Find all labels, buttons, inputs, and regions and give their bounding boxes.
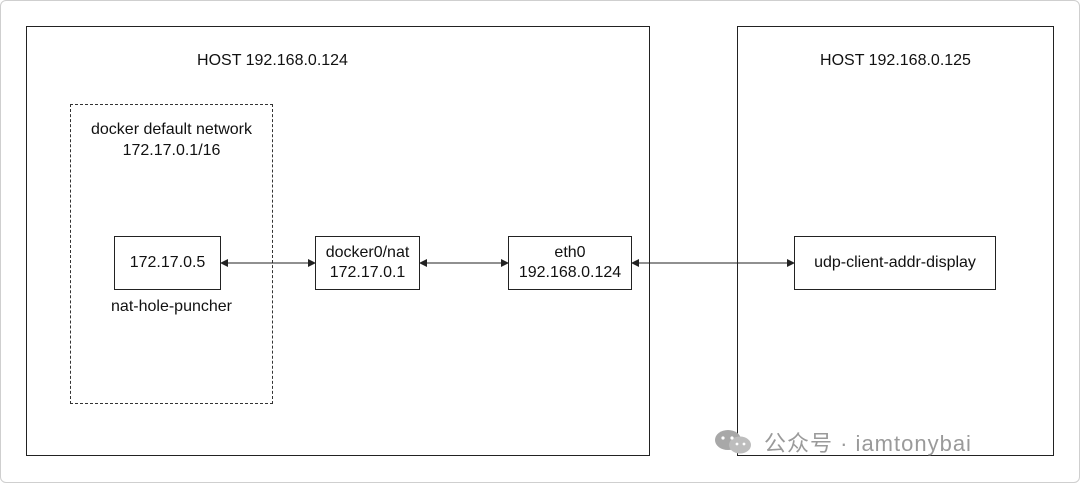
host-title-1: HOST 192.168.0.124 (197, 52, 348, 69)
network-name: docker default network (91, 121, 252, 138)
docker0-node: docker0/nat 172.17.0.1 (315, 236, 420, 290)
watermark-text: 公众号 · iamtonybai (764, 431, 972, 456)
eth0-ip: 192.168.0.124 (518, 264, 622, 281)
host-title-2: HOST 192.168.0.125 (820, 52, 971, 69)
container-caption: nat-hole-puncher (111, 298, 232, 315)
docker0-label: docker0/nat (325, 244, 410, 261)
eth0-node: eth0 192.168.0.124 (508, 236, 632, 290)
client-node: udp-client-addr-display (794, 236, 996, 290)
docker0-ip: 172.17.0.1 (329, 264, 406, 281)
wechat-icon (715, 430, 751, 454)
client-label: udp-client-addr-display (814, 254, 976, 271)
eth0-label: eth0 (554, 244, 586, 261)
docker-network-boundary (70, 104, 273, 404)
watermark: 公众号 · iamtonybai (712, 426, 972, 458)
container-ip: 172.17.0.5 (129, 254, 206, 271)
network-subnet: 172.17.0.1/16 (122, 142, 221, 159)
